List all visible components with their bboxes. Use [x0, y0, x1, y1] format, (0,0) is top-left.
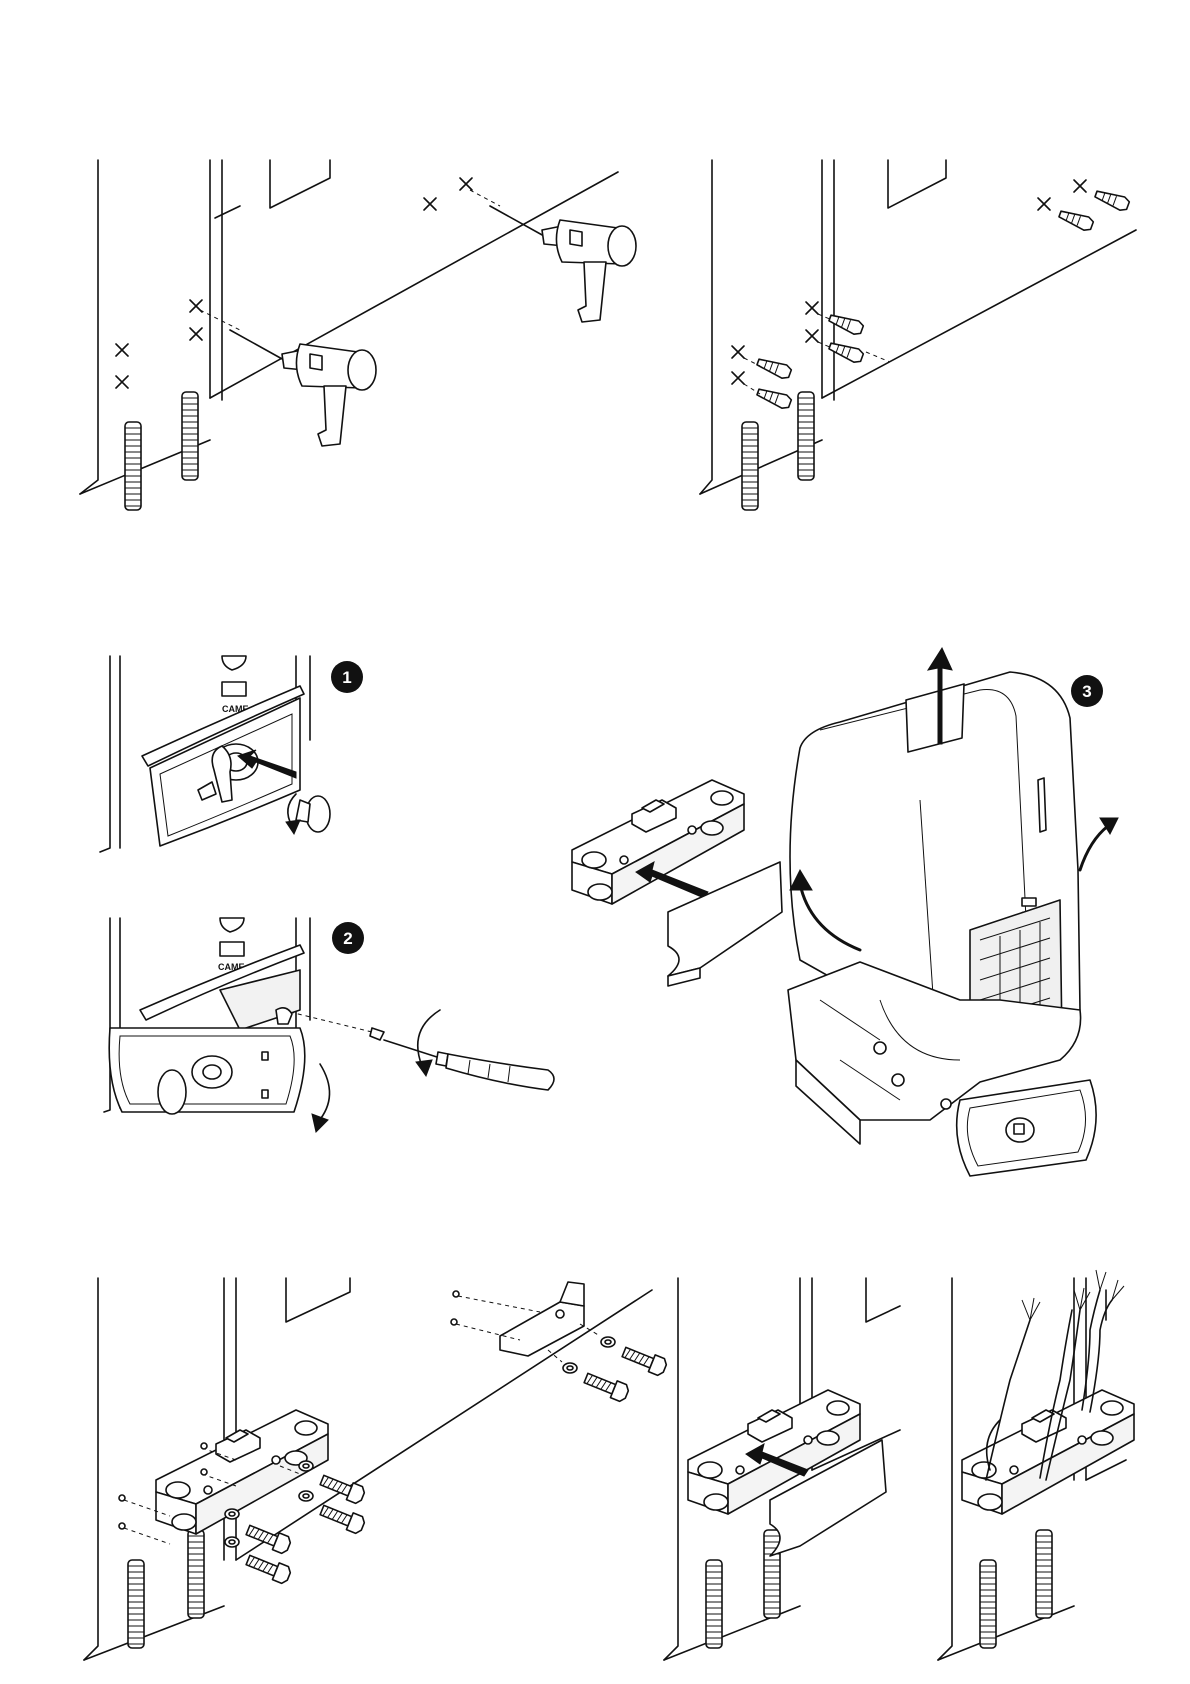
drill-mark — [116, 344, 128, 356]
drill-mark — [732, 346, 744, 358]
mounting-bracket — [500, 1302, 584, 1356]
key-icon — [158, 1070, 186, 1114]
screw-icon — [370, 1028, 384, 1040]
drill-mark — [806, 330, 818, 342]
bolt-icon — [621, 1344, 669, 1377]
base-plate — [962, 1390, 1134, 1514]
panel-pass-cables — [938, 1270, 1134, 1660]
washer-icon — [299, 1491, 313, 1501]
drill-icon — [490, 206, 636, 322]
wall-plug — [1094, 187, 1131, 212]
drill-mark — [732, 372, 744, 384]
arrow-turn-icon — [416, 1060, 432, 1076]
anchor-rod — [980, 1560, 996, 1648]
anchor-rod — [1036, 1530, 1052, 1618]
drill-icon — [230, 330, 376, 446]
svg-text:3: 3 — [1082, 682, 1091, 701]
panel-step2-remove-front: CAME 2 — [104, 918, 554, 1132]
bolt-icon — [319, 1472, 367, 1505]
wall-plug — [756, 355, 793, 380]
anchor-rod — [188, 1530, 204, 1618]
base-plate — [572, 780, 744, 904]
washer-icon — [299, 1461, 313, 1471]
wall-plug — [1058, 207, 1095, 232]
washer-icon — [225, 1537, 239, 1547]
bolt-icon — [583, 1370, 631, 1403]
anchor-rod — [182, 392, 198, 480]
drill-mark — [116, 376, 128, 388]
panel-insert-plugs — [700, 160, 1136, 510]
panel-step1-unlock-cover: CAME 1 — [100, 656, 363, 852]
bolt-icon — [319, 1502, 367, 1535]
drill-mark — [460, 178, 472, 190]
wall-plug — [756, 385, 793, 410]
anchor-rod — [128, 1560, 144, 1648]
base-plate — [156, 1410, 328, 1534]
washer-icon — [601, 1337, 615, 1347]
drill-mark — [806, 302, 818, 314]
drill-mark — [1038, 198, 1050, 210]
screwdriver-icon — [384, 1040, 440, 1058]
panel-drill-holes — [80, 160, 636, 510]
anchor-rod — [125, 422, 141, 510]
svg-text:1: 1 — [342, 668, 351, 687]
bolt-icon — [245, 1552, 293, 1585]
panel-slide-spacer — [664, 1278, 900, 1660]
panel-fix-base-plate — [84, 1278, 668, 1660]
spacer-plate — [668, 862, 782, 976]
anchor-rod — [706, 1560, 722, 1648]
washer-icon — [225, 1509, 239, 1519]
drill-mark — [1074, 180, 1086, 192]
anchor-rod — [764, 1530, 780, 1618]
svg-text:2: 2 — [343, 929, 352, 948]
anchor-rod — [798, 392, 814, 480]
arrow-turn-icon — [286, 820, 300, 834]
arrow-pull-icon — [312, 1114, 328, 1132]
wall-plug — [828, 311, 865, 336]
drill-mark — [424, 198, 436, 210]
washer-icon — [563, 1363, 577, 1373]
panel-step3-remove-housing: CAME 3 — [572, 648, 1118, 1176]
wall-plug — [828, 339, 865, 364]
drill-mark — [190, 328, 202, 340]
anchor-rod — [742, 422, 758, 510]
